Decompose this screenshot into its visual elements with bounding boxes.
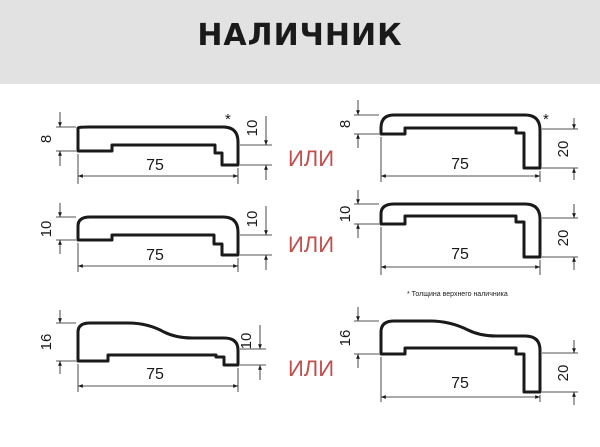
profile-6-shape <box>379 319 542 394</box>
footnote: * Толщина верхнего наличника <box>407 291 508 298</box>
profile-6-thickness: 20 <box>555 365 572 382</box>
profile-1-width: 75 <box>146 157 164 174</box>
profile-3-shape <box>76 215 240 257</box>
profile-1-shape <box>76 125 240 167</box>
or-label-3: ИЛИ <box>288 356 334 381</box>
profile-5-height: 16 <box>38 334 55 351</box>
profile-3-thickness: 10 <box>244 211 261 228</box>
profile-5-shape <box>76 321 240 367</box>
title-bar: НАЛИЧНИК <box>0 0 600 84</box>
profile-2-thickness: 20 <box>555 141 572 158</box>
profile-6: 16 75 20 <box>337 307 578 405</box>
profile-2-height: 8 <box>337 120 354 128</box>
profile-4-width: 75 <box>451 246 469 263</box>
or-label-1: ИЛИ <box>288 146 334 171</box>
profile-4-thickness: 20 <box>555 230 572 247</box>
profile-6-width: 75 <box>451 375 469 392</box>
page-title: НАЛИЧНИК <box>197 18 403 53</box>
profile-1-height: 8 <box>38 135 55 143</box>
profile-3: 10 75 10 <box>38 203 272 272</box>
profile-5-thickness: 10 <box>238 333 255 350</box>
profile-3-width: 75 <box>146 247 164 264</box>
profile-5: 16 75 10 <box>38 310 266 392</box>
profile-2-shape <box>379 113 542 170</box>
profile-2-asterisk: * <box>543 111 549 128</box>
profile-5-width: 75 <box>146 366 164 383</box>
profile-6-height: 16 <box>337 330 354 347</box>
or-label-2: ИЛИ <box>288 232 334 257</box>
profile-1-asterisk: * <box>225 111 231 128</box>
profile-4: 10 75 20 <box>337 190 578 275</box>
profile-4-height: 10 <box>337 206 354 223</box>
profile-4-shape <box>379 202 542 259</box>
profile-1-thickness: 10 <box>244 120 261 137</box>
profile-3-height: 10 <box>38 221 55 238</box>
profile-2-width: 75 <box>451 156 469 173</box>
profile-1: 8 75 10 * <box>38 111 272 184</box>
profile-2: 8 75 20 * <box>337 100 578 182</box>
